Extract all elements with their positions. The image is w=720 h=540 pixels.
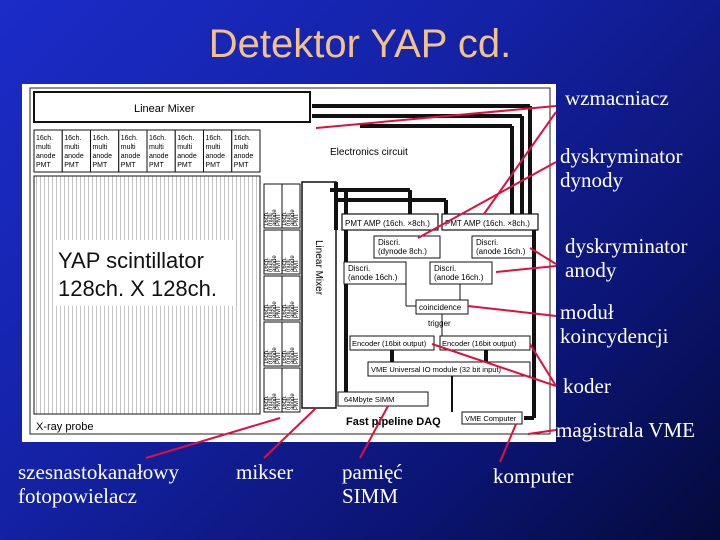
- pmt-amp-label-2: PMT AMP (16ch. ×8ch.): [445, 219, 530, 228]
- callout-pamiec: pamięć SIMM: [342, 460, 403, 508]
- pmt-amp-box-1: [341, 213, 439, 231]
- side-pmt-cell-label: 16ch.multianodePMT: [282, 393, 300, 410]
- side-pmt-cell: [281, 321, 301, 367]
- arrow-dysk-anody-2: [529, 247, 557, 265]
- pmt-cell: [33, 129, 63, 173]
- linear-mixer-vertical-box: [301, 181, 337, 409]
- arrow-magistrala: [527, 429, 557, 435]
- side-pmt-cell: [281, 229, 301, 275]
- slide-title: Detektor YAP cd.: [208, 22, 512, 66]
- arrow-pamiec: [359, 405, 389, 459]
- side-pmt-cell-label: 16ch.multianodePMT: [264, 347, 282, 364]
- pmt-cell: [174, 129, 204, 173]
- callout-modul-koincydencji: moduł koincydencji: [560, 300, 669, 348]
- scintillator-label-2: 128ch. X 128ch.: [58, 276, 217, 301]
- coincidence-lines: [405, 284, 461, 336]
- linear-mixer-box: [33, 91, 311, 123]
- pmt-cell: [90, 129, 120, 173]
- arrow-dysk-dynody: [417, 161, 557, 239]
- discr-anode-left-label: Discri.(anode 16ch.): [348, 264, 398, 282]
- pmt-amp-box-2: [441, 213, 539, 231]
- vme-universal-box: [367, 361, 531, 377]
- xray-probe-label: X-ray probe: [36, 421, 93, 433]
- discr-anode-left-box: [343, 261, 407, 285]
- pmt-cell: [146, 129, 176, 173]
- vme-bus-lines: [344, 230, 536, 420]
- callout-komputer: komputer: [493, 464, 574, 488]
- callout-wzmacniacz: wzmacniacz: [565, 86, 669, 110]
- callout-dyskryminator-dynody: dyskryminator dynody: [560, 144, 683, 192]
- pmt-cell: [203, 129, 233, 173]
- side-pmt-cell-label: 16ch.multianodePMT: [282, 255, 300, 272]
- side-pmt-cell-label: 16ch.multianodePMT: [282, 347, 300, 364]
- callout-koder: koder: [563, 374, 611, 398]
- discr-anode-center-box: [429, 261, 493, 285]
- side-pmt-cell-label: 16ch.multianodePMT: [264, 393, 282, 410]
- discr-dynode-label: Discri.(dynode 8ch.): [378, 238, 427, 256]
- callout-fotopowielacz: szesnastokanałowy fotopowielacz: [18, 460, 179, 508]
- callout-dyskryminator-anody: dyskryminator anody: [565, 234, 688, 282]
- bus-lines: [312, 104, 532, 340]
- trigger-label: trigger: [428, 319, 451, 328]
- discr-anode-center-label: Discri.(anode 16ch.): [434, 264, 484, 282]
- scintillator-label-bg: [54, 240, 234, 306]
- pmt-cell: [61, 129, 91, 173]
- vme-computer-box: [461, 411, 523, 425]
- arrow-wzmacniacz-2: [483, 111, 557, 215]
- side-pmt-cell: [281, 367, 301, 413]
- callout-magistrala: magistrala VME: [556, 418, 696, 442]
- side-pmt-cell: [281, 183, 301, 229]
- side-pmt-column: 16ch.multianodePMT16ch.multianodePMT16ch…: [263, 183, 301, 413]
- electronics-label: Electronics circuit: [330, 147, 408, 158]
- side-pmt-cell-label: 16ch.multianodePMT: [264, 301, 282, 318]
- discr-dynode-box: [373, 235, 441, 259]
- side-pmt-cell-label: 16ch.multianodePMT: [282, 301, 300, 318]
- arrow-dysk-anody: [495, 265, 557, 273]
- arrow-fotopowielacz: [145, 417, 281, 459]
- encoder-label-2: Encoder (16bit output): [442, 339, 517, 348]
- scintillator-label-1: YAP scintillator: [58, 248, 204, 273]
- simm-box: [337, 391, 429, 407]
- vme-computer-label: VME Computer: [465, 414, 517, 423]
- side-pmt-cell-label: 16ch.multianodePMT: [264, 209, 282, 226]
- coincidence-label: coincidence: [419, 303, 462, 312]
- callout-arrows: [145, 105, 557, 463]
- simm-label: 64Mbyte SIMM: [344, 395, 394, 404]
- arrow-koder: [529, 343, 557, 387]
- linear-mixer-label: Linear Mixer: [134, 103, 195, 115]
- fast-pipeline-label: Fast pipeline DAQ: [346, 416, 441, 428]
- pmt-cell: [118, 129, 148, 173]
- arrow-komputer: [499, 423, 517, 463]
- discr-anode-right-label: Discri.(anode 16ch.): [476, 238, 526, 256]
- pmt-cell: [231, 129, 261, 173]
- pmt-amp-label-1: PMT AMP (16ch. ×8ch.): [345, 219, 430, 228]
- side-pmt-cell-label: 16ch.multianodePMT: [264, 255, 282, 272]
- side-pmt-cell: [281, 275, 301, 321]
- arrow-modul: [467, 305, 557, 317]
- callout-mikser: mikser: [236, 460, 294, 484]
- linear-mixer-vertical-label: Linear Mixer: [313, 240, 324, 296]
- arrow-wzmacniacz: [315, 105, 557, 129]
- side-pmt-cell-label: 16ch.multianodePMT: [282, 209, 300, 226]
- vme-universal-label: VME Universal IO module (32 bit input): [371, 365, 502, 374]
- arrow-mikser: [263, 407, 317, 459]
- arrow-koder-2: [431, 343, 557, 387]
- encoder-label-1: Encoder (16bit output): [352, 339, 427, 348]
